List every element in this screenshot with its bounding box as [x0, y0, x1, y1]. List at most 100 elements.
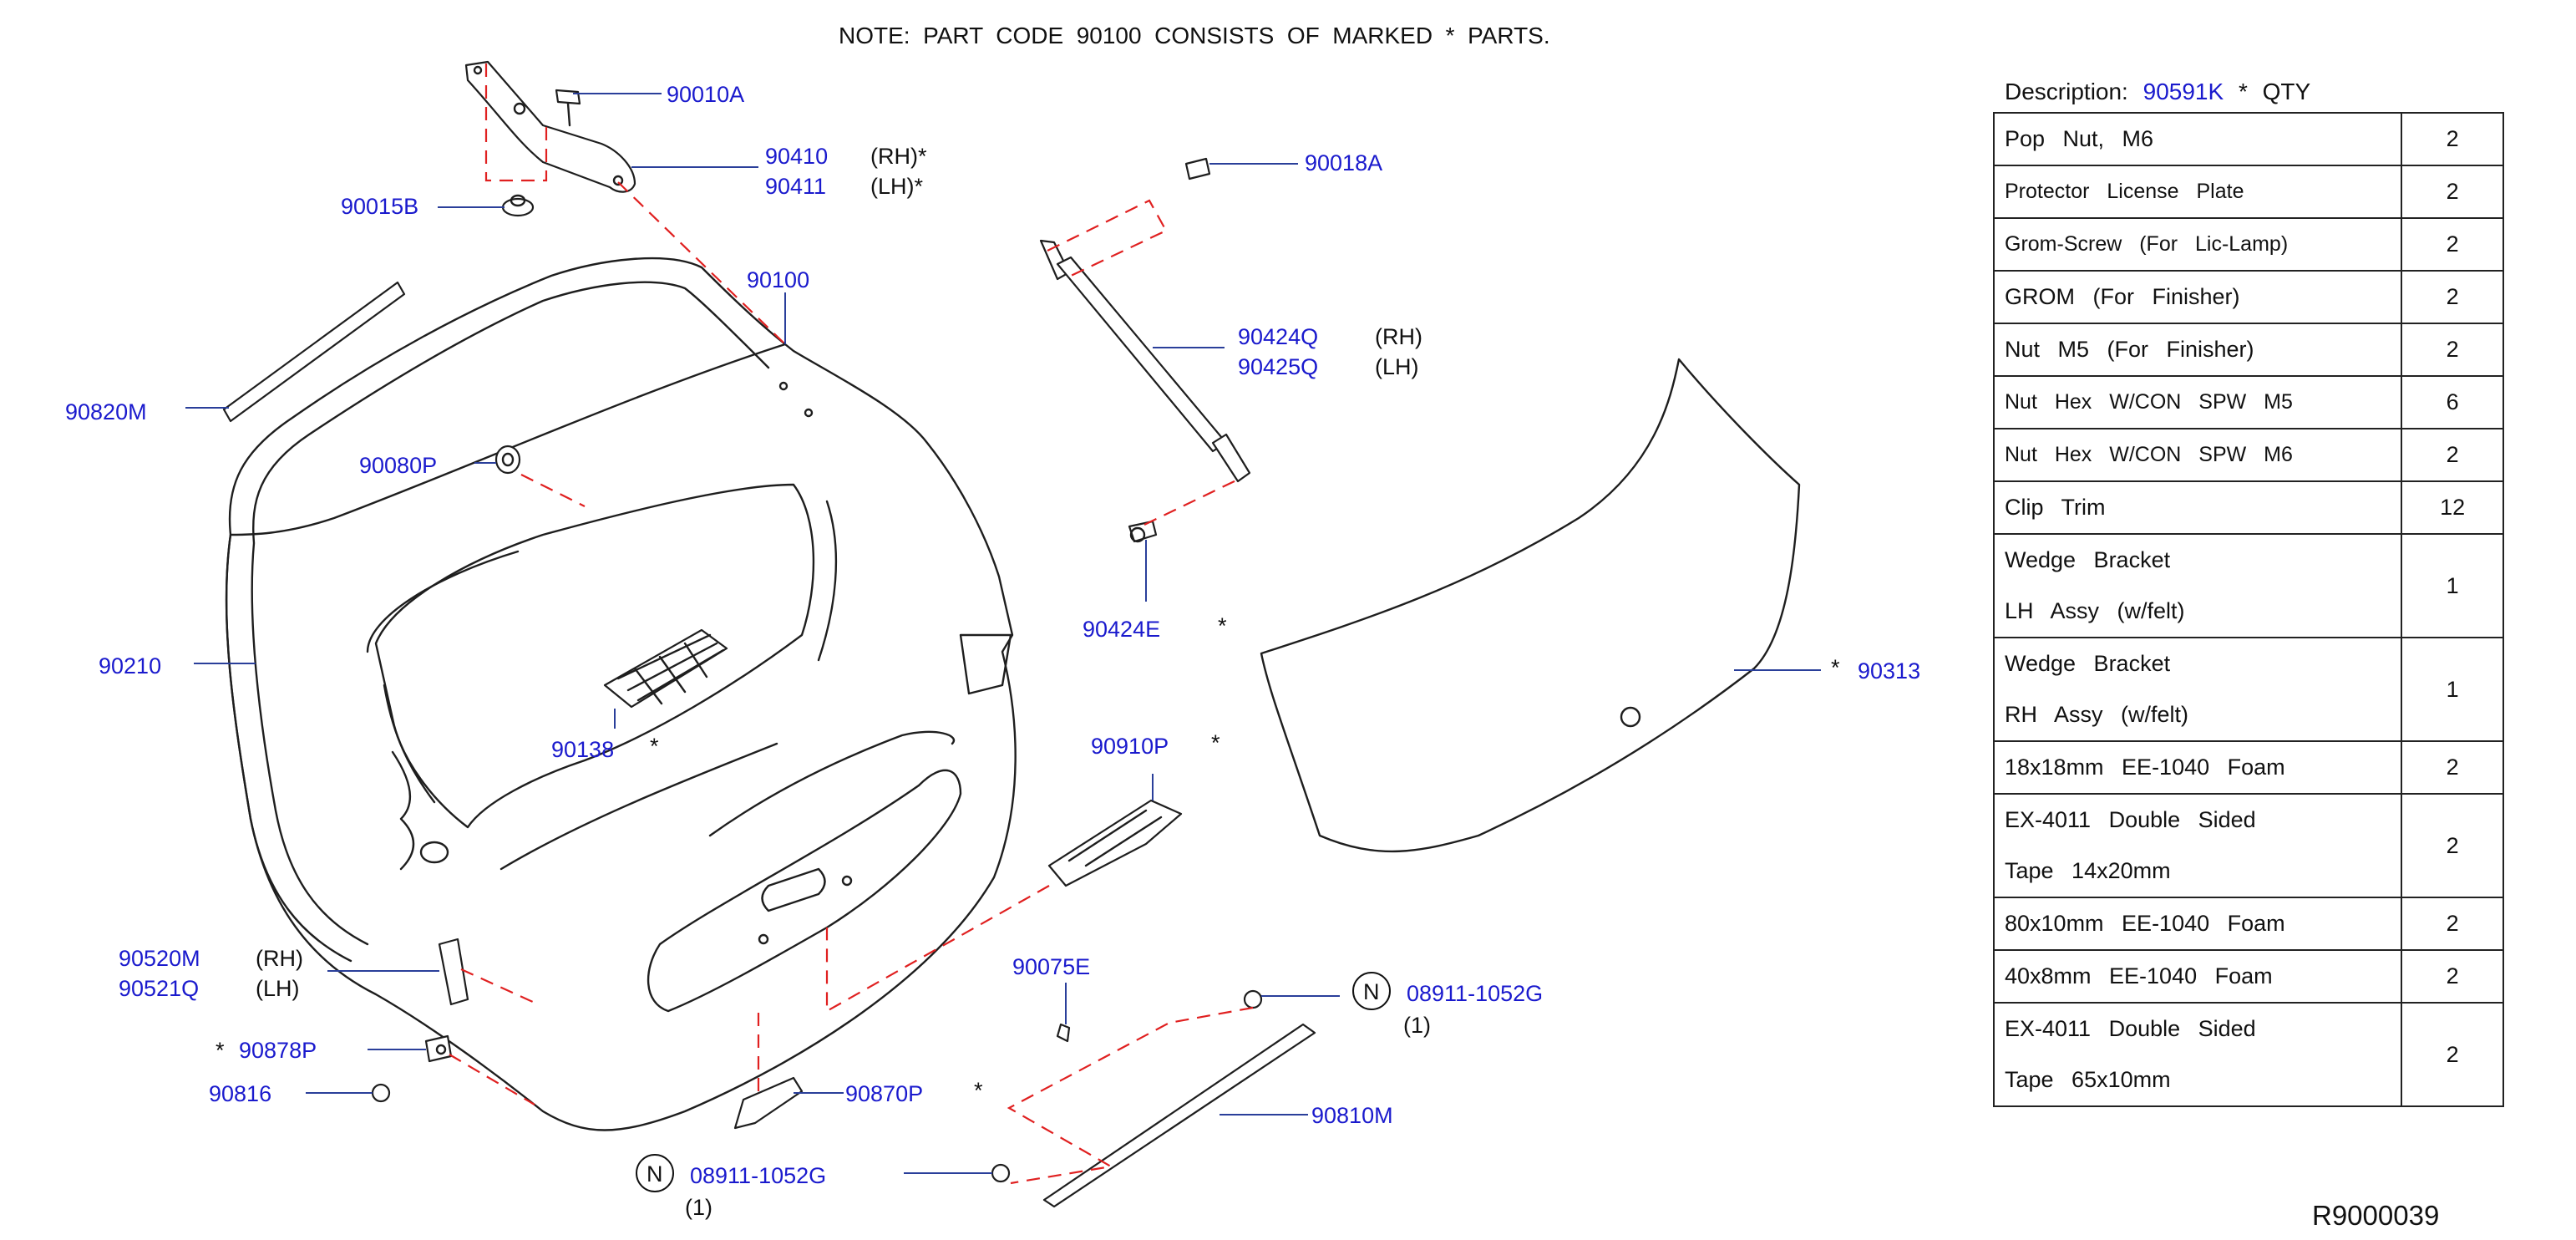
callout-90015b[interactable]: 90015B	[341, 194, 418, 219]
callout-90411[interactable]: 90411	[765, 174, 826, 199]
row-description: Grom-Screw (For Lic-Lamp)	[1992, 217, 2403, 272]
callout-90080p[interactable]: 90080P	[359, 453, 437, 478]
callout-90424e-mark: *	[1218, 613, 1227, 638]
callout-90870p[interactable]: 90870P	[845, 1081, 923, 1106]
n-badge-letter: N	[647, 1161, 663, 1187]
row-description: 80x10mm EE-1040 Foam	[1992, 897, 2403, 951]
row-description: Protector License Plate	[1992, 165, 2403, 219]
callout-90820m[interactable]: 90820M	[65, 399, 147, 424]
table-row: EX-4011 Double Sided Tape 65x10mm 2	[1992, 1002, 2504, 1107]
callout-90210[interactable]: 90210	[99, 653, 161, 678]
callout-08911-1052g-upper[interactable]: N 08911-1052G (1)	[1352, 972, 1543, 1038]
reference-code: R9000039	[2312, 1200, 2440, 1231]
diagram-note: NOTE: PART CODE 90100 CONSISTS OF MARKED…	[839, 23, 1550, 48]
callout-90410[interactable]: 90410	[765, 144, 828, 169]
row-qty: 2	[2401, 323, 2504, 377]
row-description: Wedge Bracket RH Assy (w/felt)	[1992, 637, 2403, 742]
weatherstrip-seal-inner	[251, 281, 770, 946]
row-description: Nut Hex W/CON SPW M5	[1992, 375, 2403, 429]
row-description-line: Wedge Bracket	[2005, 547, 2171, 572]
callout-08911-1052g-lower[interactable]: N 08911-1052G (1)	[636, 1154, 826, 1220]
row-description: Wedge Bracket LH Assy (w/felt)	[1992, 533, 2403, 638]
row-description: 18x18mm EE-1040 Foam	[1992, 740, 2403, 795]
description-label: Description:	[2005, 79, 2128, 104]
roof-molding	[222, 281, 406, 423]
table-row: Nut M5 (For Finisher) 2	[1992, 323, 2504, 377]
table-row: Wedge Bracket RH Assy (w/felt) 1	[1992, 637, 2504, 742]
row-qty: 2	[2401, 112, 2504, 166]
table-row: EX-4011 Double Sided Tape 14x20mm 2	[1992, 793, 2504, 898]
table-row: GROM (For Finisher) 2	[1992, 270, 2504, 324]
row-description: EX-4011 Double Sided Tape 65x10mm	[1992, 1002, 2403, 1107]
grommet-90080p	[494, 445, 521, 475]
row-description: Nut M5 (For Finisher)	[1992, 323, 2403, 377]
row-description: 40x8mm EE-1040 Foam	[1992, 949, 2403, 1004]
n-badge-icon	[1352, 972, 1391, 1010]
foam-pad-90138	[603, 628, 728, 709]
row-qty: 12	[2401, 480, 2504, 535]
callout-90411-side: (LH)*	[870, 174, 923, 199]
row-description-line: EX-4011 Double Sided	[2005, 1016, 2256, 1041]
callout-90313[interactable]: 90313	[1858, 658, 1920, 684]
callout-90810m[interactable]: 90810M	[1311, 1103, 1393, 1128]
callout-90138-mark: *	[650, 734, 659, 759]
table-row: Protector License Plate 2	[1992, 165, 2504, 219]
table-row: 18x18mm EE-1040 Foam 2	[1992, 740, 2504, 795]
row-qty: 2	[2401, 165, 2504, 219]
hinge-bracket	[464, 60, 636, 217]
callout-90816[interactable]: 90816	[209, 1081, 271, 1106]
callout-08911-1052g-upper-code[interactable]: 08911-1052G	[1407, 981, 1543, 1006]
callout-90075e[interactable]: 90075E	[1012, 954, 1090, 979]
callout-90100[interactable]: 90100	[747, 267, 809, 292]
callout-90870p-mark: *	[974, 1078, 983, 1103]
callout-90010a[interactable]: 90010A	[667, 82, 744, 107]
row-description-line: Wedge Bracket	[2005, 651, 2171, 676]
row-qty: 2	[2401, 428, 2504, 482]
table-row: Nut Hex W/CON SPW M5 6	[1992, 375, 2504, 429]
row-description-line: EX-4011 Double Sided	[2005, 807, 2256, 832]
garnish-90810m	[991, 989, 1316, 1208]
row-description-line: Tape 14x20mm	[2005, 858, 2171, 883]
table-row: 80x10mm EE-1040 Foam 2	[1992, 897, 2504, 951]
dashed-assembly-lines	[449, 64, 1254, 1185]
callout-90878p-mark: *	[216, 1038, 225, 1063]
row-description-line: LH Assy (w/felt)	[2005, 598, 2185, 623]
callout-90878p[interactable]: 90878P	[239, 1038, 317, 1063]
n-badge-icon	[636, 1154, 674, 1192]
callout-90425q[interactable]: 90425Q	[1238, 354, 1318, 379]
row-description-line: Tape 65x10mm	[2005, 1067, 2171, 1092]
callout-90425q-side: (LH)	[1375, 354, 1419, 379]
callout-90520m-side: (RH)	[256, 946, 303, 971]
callout-08911-1052g-lower-code[interactable]: 08911-1052G	[690, 1163, 826, 1188]
callout-90521q[interactable]: 90521Q	[119, 976, 199, 1001]
latch-90870p	[733, 1076, 804, 1130]
callout-90910p-mark: *	[1211, 730, 1220, 755]
row-qty: 2	[2401, 740, 2504, 795]
row-description: Pop Nut, M6	[1992, 112, 2403, 166]
row-description: EX-4011 Double Sided Tape 14x20mm	[1992, 793, 2403, 898]
row-qty: 2	[2401, 897, 2504, 951]
table-header: Description: 90591K * QTY	[2005, 79, 2319, 105]
adjuster-90878p	[424, 1034, 453, 1063]
row-qty: 2	[2401, 1002, 2504, 1107]
row-description-line: RH Assy (w/felt)	[2005, 702, 2189, 727]
callout-90138[interactable]: 90138	[551, 737, 614, 762]
callout-90018a[interactable]: 90018A	[1305, 150, 1382, 175]
callout-90521q-side: (LH)	[256, 976, 300, 1001]
row-qty: 2	[2401, 270, 2504, 324]
callout-90424e[interactable]: 90424E	[1083, 617, 1160, 642]
table-row: 40x8mm EE-1040 Foam 2	[1992, 949, 2504, 1004]
bracket-90910p	[1047, 799, 1183, 887]
row-description: Clip Trim	[1992, 480, 2403, 535]
callout-90424q[interactable]: 90424Q	[1238, 324, 1318, 349]
row-description: Nut Hex W/CON SPW M6	[1992, 428, 2403, 482]
table-row: Nut Hex W/CON SPW M6 2	[1992, 428, 2504, 482]
callout-90520m[interactable]: 90520M	[119, 946, 200, 971]
kit-code-link[interactable]: 90591K	[2142, 79, 2224, 104]
bumper-90520m	[438, 938, 469, 1006]
row-description: GROM (For Finisher)	[1992, 270, 2403, 324]
row-qty: 2	[2401, 949, 2504, 1004]
callout-08911-1052g-lower-qty: (1)	[685, 1195, 712, 1220]
callout-90910p[interactable]: 90910P	[1091, 734, 1169, 759]
